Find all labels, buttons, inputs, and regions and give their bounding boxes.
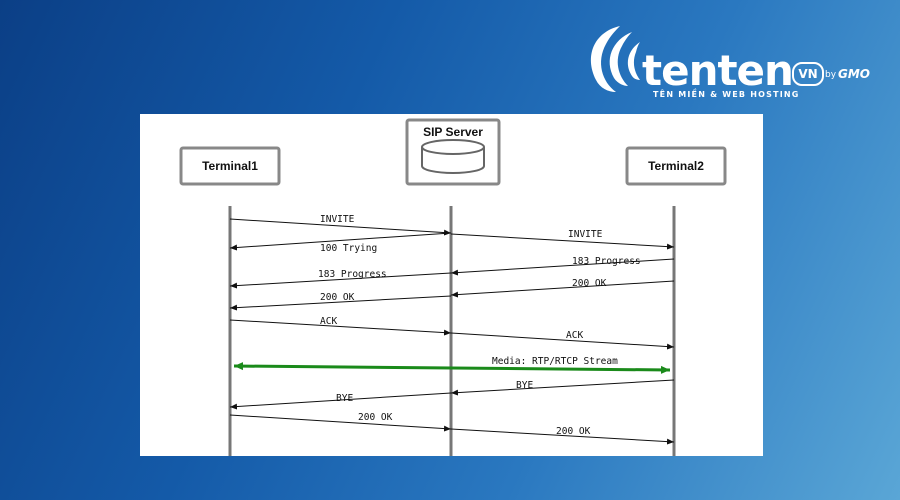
entity-terminal2: Terminal2	[625, 146, 727, 186]
message-arrow	[229, 218, 452, 236]
message-arrow	[450, 280, 675, 298]
message-label: BYE	[516, 380, 533, 391]
message-label: 200 OK	[358, 412, 393, 423]
database-icon	[421, 139, 485, 174]
logo-vn-badge: VN	[792, 62, 824, 86]
logo-wordmark: tenten	[642, 46, 794, 95]
message-arrow	[229, 392, 452, 410]
logo-tagline: TÊN MIỀN & WEB HOSTING	[653, 90, 800, 99]
entity-label-terminal1: Terminal1	[202, 159, 258, 173]
tenten-logo: tenten VN by GMO TÊN MIỀN & WEB HOSTING	[580, 22, 880, 99]
message-label: INVITE	[568, 229, 603, 240]
message-arrow	[450, 332, 675, 350]
message-label: 200 OK	[572, 278, 607, 289]
message-arrow	[450, 233, 675, 250]
message-arrow	[229, 232, 452, 251]
entity-sip-server: SIP Server	[405, 118, 501, 186]
logo-by: by	[825, 70, 837, 80]
entity-label-terminal2: Terminal2	[648, 159, 704, 173]
message-label: 200 OK	[320, 292, 355, 303]
message-arrow	[229, 295, 452, 311]
message-arrow	[450, 258, 675, 276]
message-arrow	[450, 428, 675, 445]
message-label: INVITE	[320, 214, 355, 225]
message-label: ACK	[320, 316, 337, 327]
message-label: 100 Trying	[320, 243, 377, 254]
logo-gmo: GMO	[838, 67, 870, 81]
message-label: Media: RTP/RTCP Stream	[492, 356, 618, 367]
swoosh-icon	[590, 26, 640, 92]
message-label: BYE	[336, 393, 353, 404]
message-arrow	[229, 414, 452, 432]
message-arrow	[229, 319, 452, 336]
entity-label-sip-server: SIP Server	[423, 125, 483, 139]
message-arrow	[229, 272, 452, 289]
sip-sequence-diagram: Terminal1 SIP Server Terminal2 INVITE INV…	[140, 114, 763, 456]
message-arrow	[233, 362, 671, 374]
message-label: 183 Progress	[572, 256, 641, 267]
sequence-canvas: Terminal1 SIP Server Terminal2 INVITE INV…	[179, 118, 727, 456]
message-label: 200 OK	[556, 426, 591, 437]
message-label: ACK	[566, 330, 583, 341]
entity-terminal1: Terminal1	[179, 146, 281, 186]
message-label: 183 Progress	[318, 269, 387, 280]
message-arrow	[450, 379, 675, 396]
